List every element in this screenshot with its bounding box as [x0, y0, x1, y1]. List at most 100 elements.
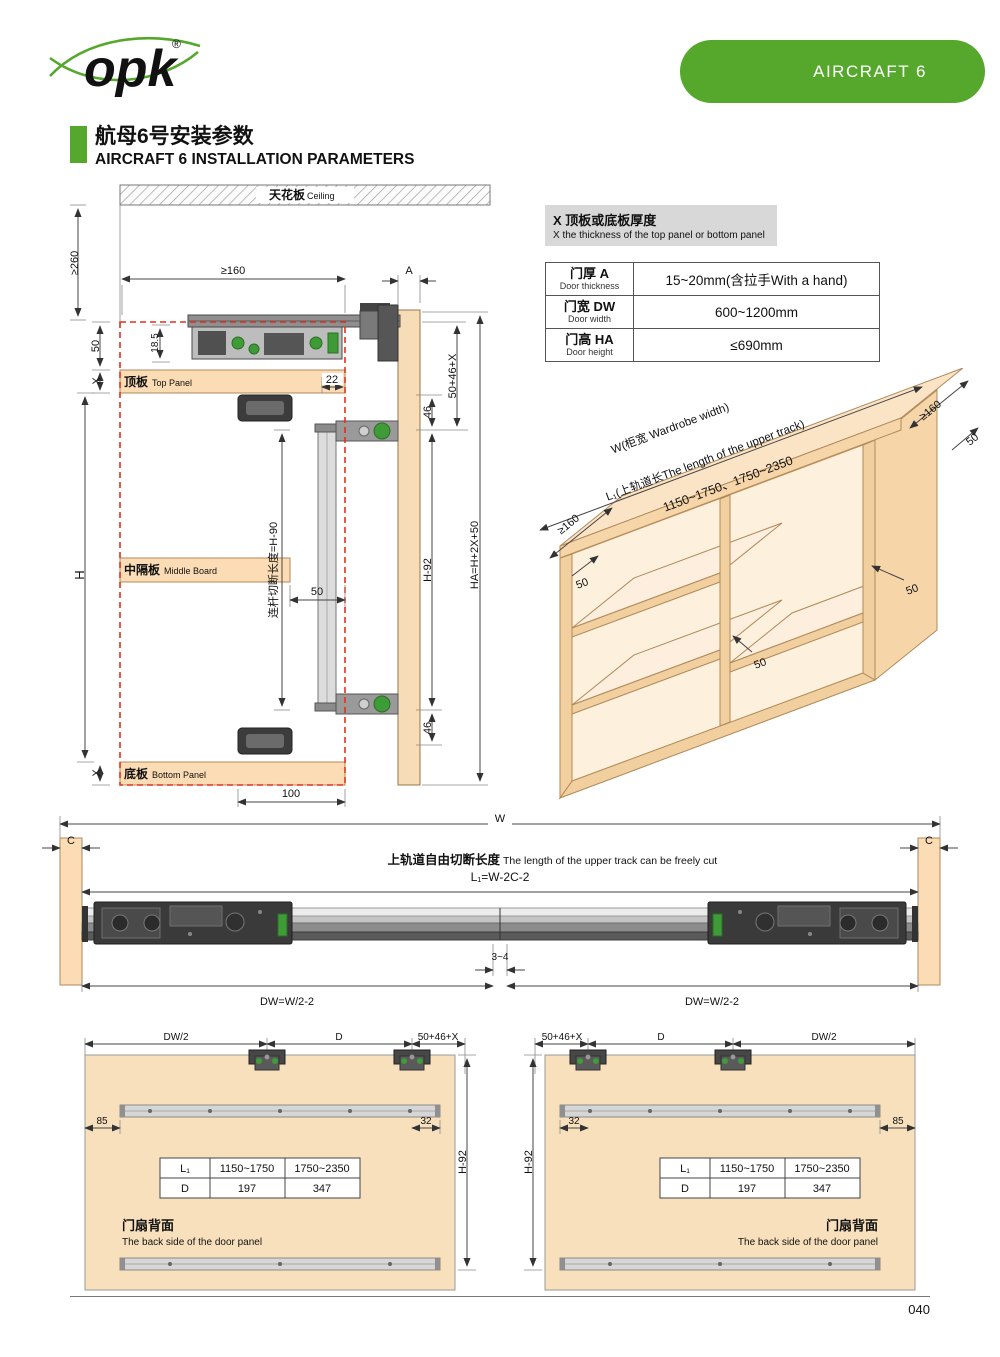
- carriage-right: [707, 901, 907, 945]
- page-title-zh: 航母6号安装参数: [95, 125, 254, 148]
- track-dim-c-left: C: [67, 835, 75, 847]
- door-edge-panel: [397, 309, 421, 786]
- dim-260: ≥260: [69, 251, 81, 275]
- logo-text: opk: [84, 40, 180, 98]
- dim-46-upper: 46: [422, 406, 434, 418]
- logo-swoosh-bottom: [49, 51, 199, 82]
- door-back-label-en: The back side of the door panel: [738, 1237, 878, 1248]
- dim-ha: HA=H+2X+50: [469, 521, 481, 589]
- thickness-note-en: X the thickness of the top panel or bott…: [553, 230, 765, 241]
- dim-32: 32: [420, 1116, 432, 1127]
- connecting-rod: [314, 420, 399, 715]
- door-dim-table: L₁ 1150~1750 1750~2350 D 197 347: [159, 1157, 361, 1199]
- dim-50-middle: 50: [311, 586, 323, 598]
- dim-rod-cut: 连杆切断长度=H-90: [266, 522, 280, 618]
- middle-board-label-zh: 中隔板: [124, 562, 161, 577]
- upper-track-extrusion: [81, 906, 919, 942]
- wardrobe-dim-50-left: 50: [575, 576, 591, 592]
- top-panel-label-en: Top Panel: [152, 378, 192, 388]
- dim-50-top: 50: [90, 340, 102, 352]
- opk-logo: opk ®: [48, 22, 208, 115]
- damper-top: [237, 394, 293, 422]
- bottom-panel-label-en: Bottom Panel: [152, 770, 206, 780]
- wardrobe-dim-50-center: 50: [753, 656, 769, 672]
- top-panel: 顶板 Top Panel: [119, 369, 346, 394]
- page-number: 040: [908, 1302, 930, 1317]
- wardrobe-dim-50-right: 50: [905, 582, 921, 598]
- dim-32: 32: [568, 1116, 580, 1127]
- door-left-drawing: DW/2 D 50+46+X 85 32 H-92: [84, 1032, 476, 1291]
- dim-50-46-x: 50+46+X: [418, 1032, 459, 1043]
- door-table-da: 197: [238, 1183, 256, 1195]
- dim-50-46-x: 50+46+X: [447, 353, 459, 398]
- track-dw-right: DW=W/2-2: [685, 996, 739, 1008]
- section-view-drawing: 天花板 Ceiling 顶板 Top Panel 中隔板 Middle Boar…: [69, 184, 491, 807]
- track-l1-formula: L₁=W-2C-2: [471, 870, 530, 884]
- damper-bottom: [237, 727, 293, 755]
- dim-h92: H-92: [523, 1150, 535, 1174]
- table-row: 门高 HA Door height ≤690mm: [545, 328, 880, 362]
- table-row: 门宽 DW Door width 600~1200mm: [545, 295, 880, 329]
- param-name-zh: 门高 HA: [565, 332, 614, 348]
- dim-h92: H-92: [457, 1150, 469, 1174]
- track-cut-note-zh: 上轨道自由切断长度: [387, 852, 500, 867]
- param-name-zh: 门宽 DW: [563, 299, 616, 315]
- door-bottom-rail: [559, 1257, 881, 1271]
- door-fitting: [248, 1049, 286, 1071]
- door-table-d: D: [681, 1183, 689, 1195]
- footer-rule: [70, 1296, 930, 1297]
- middle-board-label-en: Middle Board: [164, 566, 217, 576]
- dim-46-lower: 46: [422, 722, 434, 734]
- door-outline-dashed: [119, 321, 346, 786]
- dim-50-46-x: 50+46+X: [542, 1032, 583, 1043]
- door-fitting: [393, 1049, 431, 1071]
- dim-a: A: [405, 265, 413, 277]
- param-name-zh: 门厚 A: [569, 266, 609, 282]
- logo-swoosh-top: [49, 37, 201, 77]
- door-table-l1a: 1150~1750: [220, 1163, 275, 1175]
- parameter-table: 门厚 A Door thickness 15~20mm(含拉手With a ha…: [545, 262, 880, 362]
- door-table-d: D: [181, 1183, 189, 1195]
- page-title-en: AIRCRAFT 6 INSTALLATION PARAMETERS: [95, 151, 415, 169]
- dim-100: 100: [282, 788, 300, 800]
- wardrobe-width-label: W(柜宽 Wardrobe width): [609, 400, 731, 457]
- track-dim-w: W: [495, 813, 506, 825]
- door-table-l1b: 1750~2350: [794, 1163, 849, 1175]
- series-banner: AIRCRAFT 6: [680, 40, 985, 103]
- door-top-dims: DW/2 D 50+46+X: [84, 1032, 466, 1074]
- door-bottom-rail: [119, 1257, 441, 1271]
- dim-h: H: [72, 570, 87, 579]
- door-table-l1: L₁: [180, 1163, 190, 1175]
- dim-d: D: [657, 1032, 664, 1043]
- door-table-l1a: 1150~1750: [720, 1163, 775, 1175]
- door-table-da: 197: [738, 1183, 756, 1195]
- door-table-l1: L₁: [680, 1163, 690, 1175]
- door-top-rail: [559, 1104, 881, 1118]
- wardrobe-dim-50-top-right: 50: [964, 431, 981, 448]
- bottom-panel: 底板 Bottom Panel: [119, 761, 346, 786]
- title-bullet: [70, 126, 87, 163]
- wardrobe-divider: [719, 494, 731, 727]
- param-value: 15~20mm(含拉手With a hand): [633, 262, 880, 296]
- door-back-label-zh: 门扇背面: [122, 1218, 174, 1233]
- dim-h92: H-92: [422, 558, 434, 582]
- bottom-panel-label-zh: 底板: [124, 766, 149, 781]
- door-dim-table: L₁ 1150~1750 1750~2350 D 197 347: [659, 1157, 861, 1199]
- dim-x-bottom: X: [91, 769, 103, 777]
- param-value: 600~1200mm: [633, 295, 880, 329]
- param-name-en: Door thickness: [559, 280, 620, 291]
- dim-dw2: DW/2: [812, 1032, 837, 1043]
- ceiling-label-zh: 天花板: [269, 187, 306, 202]
- top-panel-label-zh: 顶板: [124, 374, 149, 389]
- side-panel-right: [917, 837, 941, 986]
- section-dimensions: ≥260 ≥160 A 50 18.5 X H X: [69, 204, 488, 807]
- door-table-db: 347: [813, 1183, 831, 1195]
- track-cut-note-en: The length of the upper track can be fre…: [503, 855, 717, 867]
- dim-x-top: X: [91, 377, 103, 385]
- door-right-drawing: 50+46+X D DW/2 32 85 H-92 L₁: [523, 1032, 916, 1291]
- dim-85: 85: [892, 1116, 904, 1127]
- title-block: 航母6号安装参数 AIRCRAFT 6 INSTALLATION PARAMET…: [70, 125, 415, 169]
- dim-160: ≥160: [221, 265, 245, 277]
- upper-roller-hardware: [187, 303, 401, 362]
- side-panel-left: [59, 837, 83, 986]
